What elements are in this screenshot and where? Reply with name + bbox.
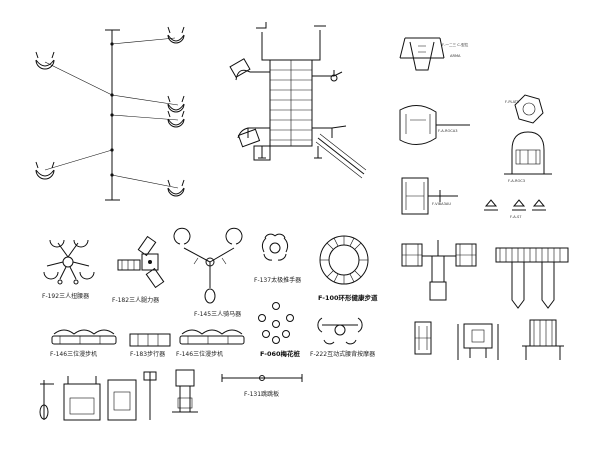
label-f131: F-131跳跳板 bbox=[244, 390, 279, 398]
f192-waist-twister bbox=[43, 239, 95, 285]
climbing-structure-plan bbox=[229, 22, 367, 179]
small-label: F-A-S7 bbox=[510, 215, 522, 219]
elevation-frame-c bbox=[522, 319, 564, 360]
small-bars: F-A-S7 bbox=[484, 199, 546, 219]
f131-springboard bbox=[221, 374, 303, 382]
multi-station-tree bbox=[35, 26, 185, 201]
label-f060: F-060梅花桩 bbox=[260, 349, 301, 358]
elevation-frame-b bbox=[457, 323, 499, 360]
f182-leg-press bbox=[117, 235, 165, 289]
f100-ring-walkway bbox=[319, 235, 369, 285]
bottom-post bbox=[143, 371, 157, 420]
label-f183: F-183步行器 bbox=[130, 350, 165, 358]
row-label: F-A-ROCA3 bbox=[438, 129, 458, 133]
label-f137: F-137太极推手器 bbox=[254, 276, 301, 284]
label-f182: F-182三人腿力器 bbox=[112, 296, 159, 304]
rowing-seat: F-A-ROCA3 bbox=[399, 105, 470, 145]
arch-machine: F-一二三 C-型拉 ARMA bbox=[399, 37, 469, 71]
label-f146-a: F-146三位漫步机 bbox=[50, 350, 97, 358]
parallel-rack bbox=[495, 247, 569, 309]
bottom-frame-c bbox=[172, 369, 198, 413]
f145-rider bbox=[173, 227, 243, 304]
ring-label: F-PLATE bbox=[505, 100, 520, 104]
arc-machine: F-A-ROC3 bbox=[504, 131, 552, 183]
f146-walker-a bbox=[51, 329, 117, 345]
ring-handle: F-PLATE bbox=[505, 94, 544, 124]
elevation-frame-a bbox=[414, 321, 432, 355]
f060-stepping-posts bbox=[258, 302, 294, 344]
handle-icon bbox=[35, 26, 185, 197]
label-f146-b: F-146三位漫步机 bbox=[176, 350, 223, 358]
bike-machine: F-VIBA3AU bbox=[401, 177, 458, 215]
bottom-pole-machine bbox=[39, 380, 54, 420]
f146-walker-b bbox=[179, 329, 245, 345]
bottom-frame-b bbox=[107, 379, 137, 421]
label-f145: F-145三人骑马器 bbox=[194, 310, 241, 318]
dual-bench bbox=[401, 240, 477, 301]
arch-label: F-一二三 C-型拉 bbox=[442, 42, 469, 47]
bike-label: F-VIBA3AU bbox=[432, 202, 451, 206]
label-f100: F-100环形健康步道 bbox=[318, 293, 378, 302]
arch-sub-label: ARMA bbox=[450, 54, 461, 58]
f222-back-massager bbox=[317, 317, 363, 345]
bottom-frame-a bbox=[63, 376, 101, 421]
label-f222: F-222互动式腰背按摩器 bbox=[310, 350, 375, 358]
label-f192: F-192三人扭腰器 bbox=[42, 292, 89, 300]
arc-label: F-A-ROC3 bbox=[508, 179, 525, 183]
f137-tai-chi bbox=[261, 233, 289, 261]
f183-stepper bbox=[129, 333, 171, 347]
